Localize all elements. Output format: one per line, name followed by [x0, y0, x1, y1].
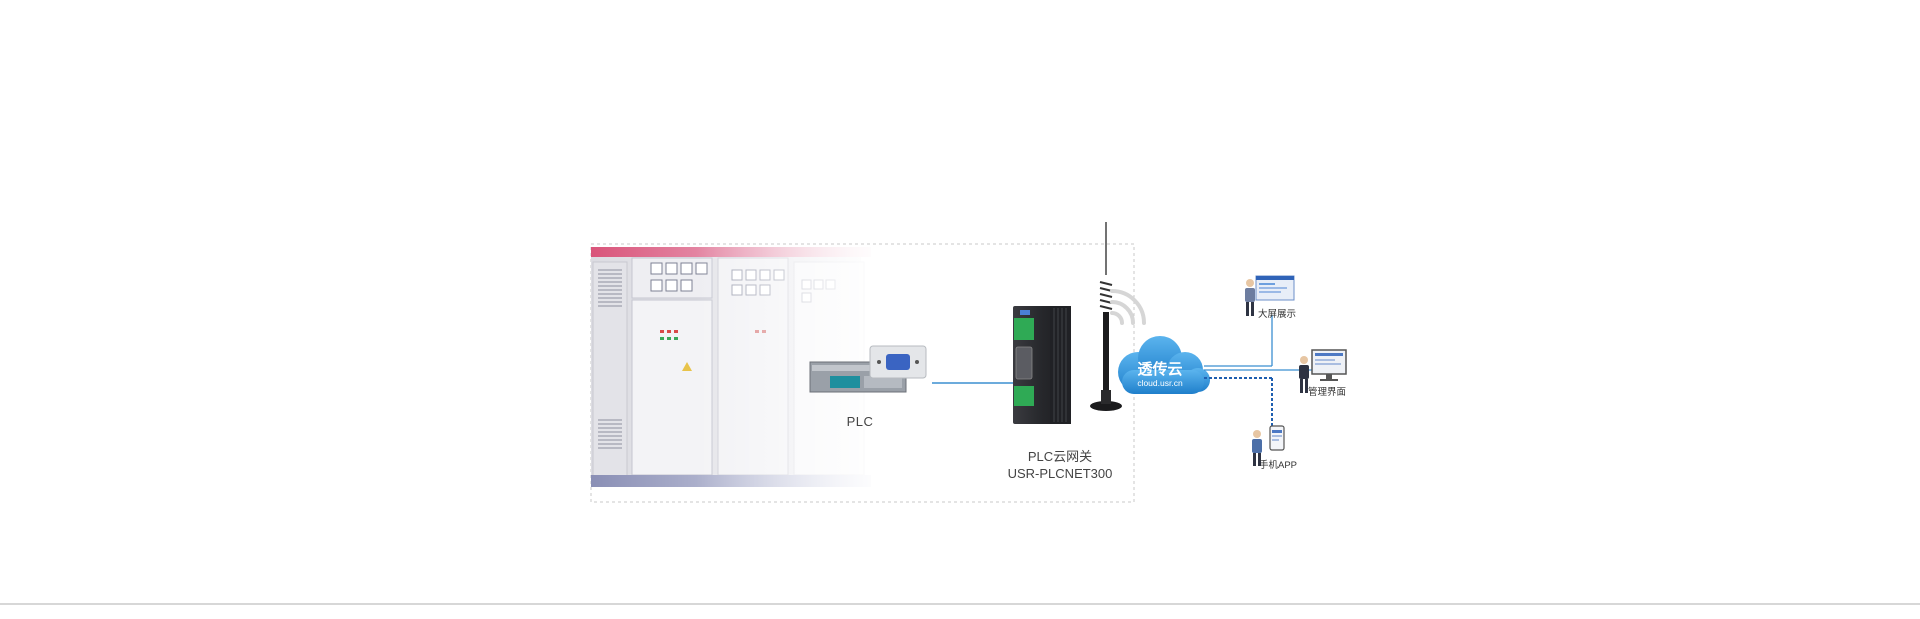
- big-screen-display-icon: [1255, 275, 1295, 301]
- plc-cloud-gateway-device: [1013, 306, 1071, 424]
- cloud-url: cloud.usr.cn: [1137, 378, 1183, 388]
- antenna-icon: [1090, 222, 1122, 411]
- management-label: 管理界面: [1308, 387, 1347, 398]
- gateway-label: PLC云网关 USR-PLCNET300: [990, 448, 1130, 482]
- management-computer-icon: [1311, 349, 1347, 381]
- person-icon: [1245, 279, 1255, 316]
- cloud-icon: [1118, 336, 1210, 394]
- wireless-signal-icon: [1110, 289, 1146, 325]
- gateway-name: PLC云网关: [1027, 449, 1093, 464]
- cloud-name: 透传云: [1137, 360, 1183, 378]
- big-screen-label: 大屏展示: [1258, 309, 1297, 320]
- mobile-app-label: 手机APP: [1259, 460, 1298, 471]
- plc-device-icon: [809, 345, 927, 393]
- bottom-divider: [0, 603, 1920, 605]
- mobile-phone-icon: [1269, 425, 1285, 451]
- cloud-client-links: [1204, 315, 1316, 428]
- person-icon: [1252, 430, 1262, 466]
- gateway-model: USR-PLCNET300: [1007, 466, 1113, 481]
- person-icon: [1299, 356, 1309, 393]
- plc-label: PLC: [846, 414, 874, 429]
